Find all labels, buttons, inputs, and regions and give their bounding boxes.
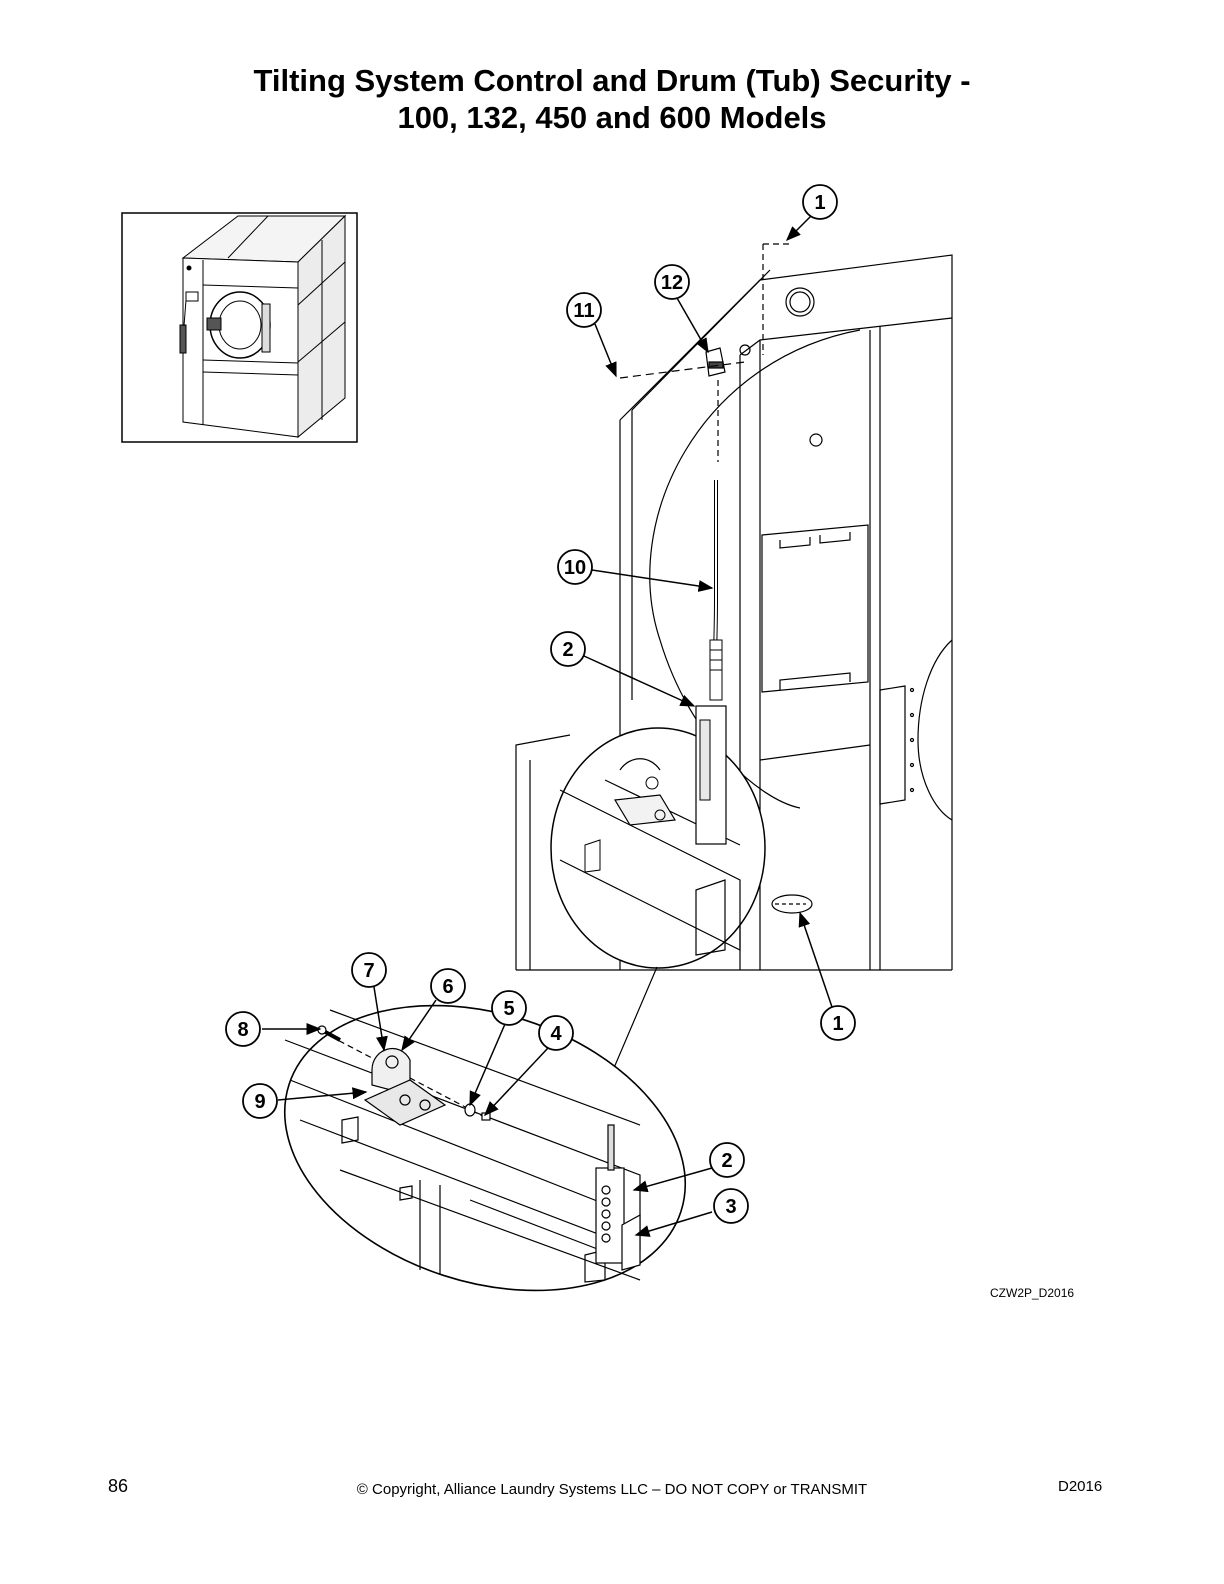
callout-9-label: 9: [254, 1091, 265, 1113]
callout-8-label: 8: [237, 1019, 248, 1041]
callout-5: 5: [491, 990, 527, 1026]
title-line-2: 100, 132, 450 and 600 Models: [397, 100, 827, 135]
callout-7-label: 7: [363, 960, 374, 982]
callout-2-lower: 2: [709, 1142, 745, 1178]
callout-6: 6: [430, 968, 466, 1004]
cable-connector: [619, 243, 790, 462]
drawing-code: CZW2P_D2016: [990, 1286, 1075, 1300]
callout-1-lower: 1: [820, 1005, 856, 1041]
callout-1-top: 1: [802, 184, 838, 220]
callout-6-label: 6: [442, 976, 453, 998]
document-code: D2016: [1058, 1478, 1103, 1495]
machine-overview-inset: [121, 212, 358, 443]
callout-3: 3: [713, 1188, 749, 1224]
callout-2-upper: 2: [550, 631, 586, 667]
callout-12: 12: [654, 264, 690, 300]
callout-8: 8: [225, 1011, 261, 1047]
callout-3-label: 3: [725, 1196, 736, 1218]
callout-2-upper-label: 2: [562, 639, 573, 661]
page-title: Tilting System Control and Drum (Tub) Se…: [0, 62, 1224, 136]
callout-11: 11: [566, 292, 602, 328]
callout-9: 9: [242, 1083, 278, 1119]
callout-10-label: 10: [564, 557, 586, 579]
callout-2-lower-label: 2: [721, 1150, 732, 1172]
detail-ellipse-lower: [283, 1004, 687, 1292]
pendant-cable: [709, 480, 723, 701]
callout-1-lower-label: 1: [832, 1013, 843, 1035]
callout-4-label: 4: [550, 1023, 562, 1045]
callout-11-label: 11: [573, 300, 594, 322]
callout-7: 7: [351, 952, 387, 988]
callout-5-label: 5: [503, 998, 514, 1020]
callout-1-top-label: 1: [814, 192, 825, 214]
callout-12-label: 12: [661, 272, 683, 294]
title-line-1: Tilting System Control and Drum (Tub) Se…: [253, 63, 971, 98]
machine-main-view: [515, 254, 953, 971]
callout-4: 4: [538, 1015, 574, 1051]
leader-lines: [262, 215, 833, 1237]
page-number: 86: [108, 1476, 129, 1496]
copyright-notice: © Copyright, Alliance Laundry Systems LL…: [356, 1481, 868, 1498]
detail-circle-main: [550, 705, 766, 969]
callout-10: 10: [557, 549, 593, 585]
